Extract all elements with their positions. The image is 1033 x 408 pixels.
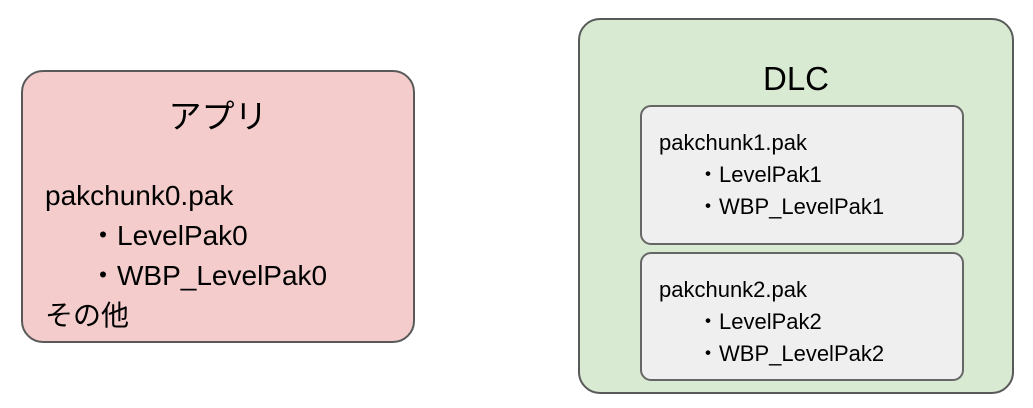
list-item: pakchunk2.pak [659, 277, 807, 302]
group-box-app: アプリ pakchunk0.pak ・LevelPak0 ・WBP_LevelP… [21, 70, 415, 343]
list-item: その他 [45, 300, 130, 331]
pakchunk2-package-list: pakchunk2.pak ・LevelPak2 ・WBP_LevelPak2 [659, 274, 884, 370]
list-item: ・WBP_LevelPak2 [697, 341, 885, 366]
pakchunk1-package-list: pakchunk1.pak ・LevelPak1 ・WBP_LevelPak1 [659, 127, 884, 223]
list-item: pakchunk1.pak [659, 130, 807, 155]
list-item: ・WBP_LevelPak1 [697, 194, 885, 219]
list-item: pakchunk0.pak [45, 180, 234, 211]
chunk-card-pakchunk2: pakchunk2.pak ・LevelPak2 ・WBP_LevelPak2 [640, 252, 964, 381]
chunk-card-pakchunk1: pakchunk1.pak ・LevelPak1 ・WBP_LevelPak1 [640, 105, 964, 245]
group-title-dlc: DLC [762, 60, 830, 97]
list-item: ・WBP_LevelPak0 [89, 260, 328, 291]
group-title-app: アプリ [168, 98, 268, 135]
app-package-list: pakchunk0.pak ・LevelPak0 ・WBP_LevelPak0 … [45, 176, 327, 336]
list-item: ・LevelPak1 [697, 162, 822, 187]
list-item: ・LevelPak0 [89, 220, 248, 251]
list-item: ・LevelPak2 [697, 309, 822, 334]
